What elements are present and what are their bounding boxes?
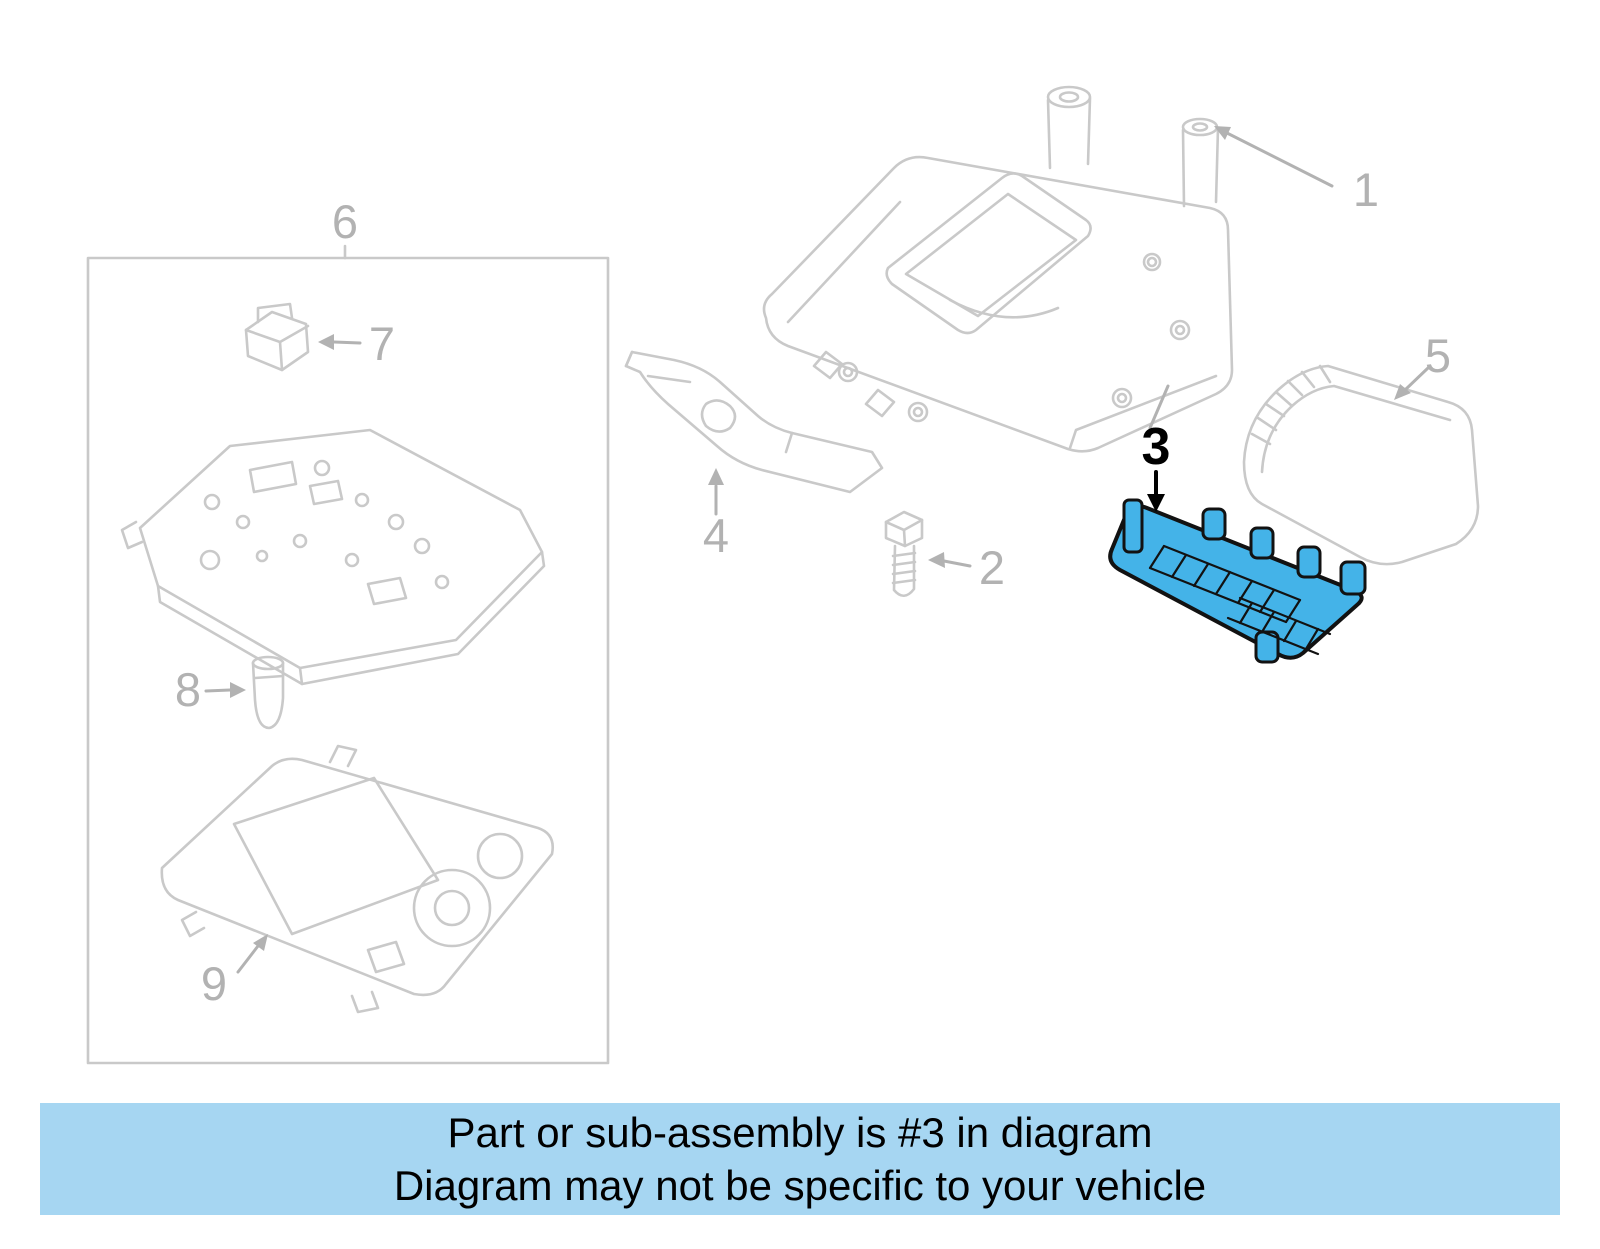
- part-4-drawing: [624, 350, 884, 494]
- part-5-callout-label: 5: [1425, 329, 1451, 382]
- banner-line2: Diagram may not be specific to your vehi…: [393, 1162, 1207, 1209]
- part-3-clip: [1201, 507, 1227, 541]
- part-3-clip: [1122, 498, 1144, 554]
- part-3-clip: [1254, 630, 1280, 664]
- part-1-drawing: [762, 85, 1234, 453]
- part-7-drawing: [244, 302, 310, 372]
- highlight-info-banner: Part or sub-assembly is #3 in diagram Di…: [40, 1103, 1560, 1215]
- part-7-callout-label: 7: [369, 317, 395, 370]
- part-1-callout-label: 1: [1353, 163, 1379, 216]
- part-3-clip: [1249, 526, 1275, 560]
- banner-line1: Part or sub-assembly is #3 in diagram: [447, 1108, 1153, 1156]
- part-4-callout-label: 4: [703, 509, 729, 562]
- part-3-callout-label: 3: [1142, 418, 1171, 476]
- part-4-callout: 4: [703, 468, 729, 562]
- part-8-drawing: [251, 655, 285, 730]
- part-6-group-box: [86, 244, 610, 1065]
- overhead-lamp-unit-drawing: [120, 428, 546, 686]
- part-2-callout: 2: [928, 541, 1005, 594]
- part-2-drawing: [884, 510, 924, 598]
- part-8-callout-label: 8: [175, 663, 201, 716]
- part-6-callout-label: 6: [332, 195, 358, 248]
- part-7-callout: 7: [318, 317, 395, 370]
- part-9-callout: 9: [201, 934, 268, 1010]
- part-8-callout: 8: [175, 663, 246, 716]
- part-3-clip: [1296, 545, 1322, 579]
- part-1-callout: 1: [1214, 126, 1379, 216]
- part-9-callout-label: 9: [201, 957, 227, 1010]
- part-9-drawing: [160, 744, 554, 1014]
- part-5-drawing: [1242, 364, 1480, 566]
- part-3-highlighted-drawing: [1108, 498, 1367, 664]
- part-3-hatch-lines: [1148, 544, 1332, 656]
- part-5-callout: 5: [1394, 329, 1451, 400]
- part-6-callout: 6: [332, 195, 358, 248]
- part-3-callout: 3: [1142, 384, 1171, 512]
- part-3-clip: [1339, 560, 1367, 596]
- part-2-callout-label: 2: [979, 541, 1005, 594]
